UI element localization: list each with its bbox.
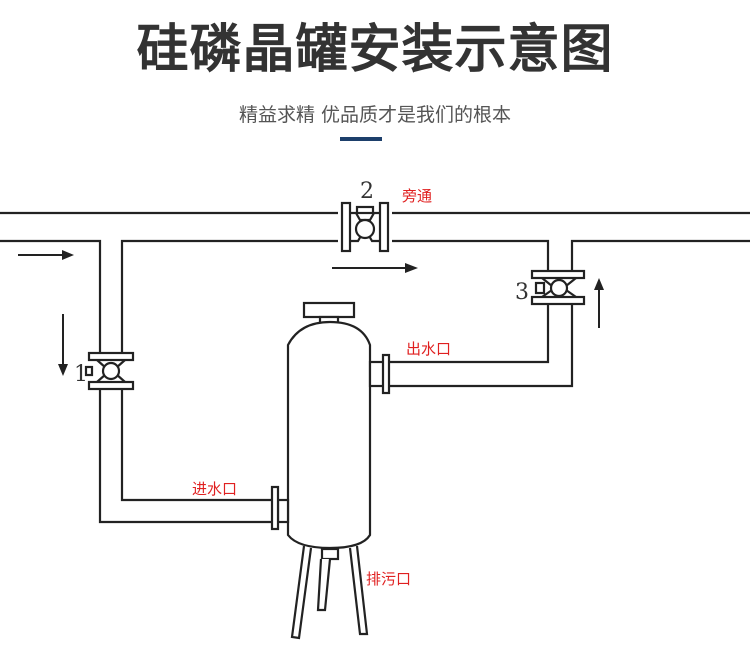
inlet-label: 进水口 <box>192 480 237 498</box>
right-branch-outer-lower <box>388 304 574 388</box>
outlet-label: 出水口 <box>406 340 451 358</box>
accent-divider <box>340 137 382 141</box>
left-branch-outer-pipe-lower <box>98 390 272 524</box>
left-branch-inner-pipe-lower <box>120 390 272 502</box>
silicon-phosphate-tank <box>270 301 391 640</box>
page-title: 硅磷晶罐安装示意图 <box>136 20 614 80</box>
right-branch-inner-lower <box>388 304 550 364</box>
bypass-label: 旁通 <box>402 187 432 205</box>
valve-1 <box>84 351 135 391</box>
flow-arrow-down <box>58 314 68 376</box>
flow-arrow-bypass <box>332 263 418 273</box>
valve-2 <box>340 201 390 253</box>
drain-label: 排污口 <box>366 570 411 588</box>
valve-3 <box>530 269 586 306</box>
valve-3-number: 3 <box>515 280 529 305</box>
valve-1-number: 1 <box>74 362 88 387</box>
valve-2-number: 2 <box>360 179 374 204</box>
bypass-pipe-right <box>392 239 550 270</box>
left-branch-inner-pipe <box>120 239 338 352</box>
flow-arrow-inlet <box>18 250 74 260</box>
page-subtitle: 精益求精 优品质才是我们的根本 <box>238 104 512 126</box>
right-branch-outer <box>570 239 750 270</box>
flow-arrow-up <box>594 278 604 328</box>
left-branch-outer-pipe <box>0 239 102 352</box>
